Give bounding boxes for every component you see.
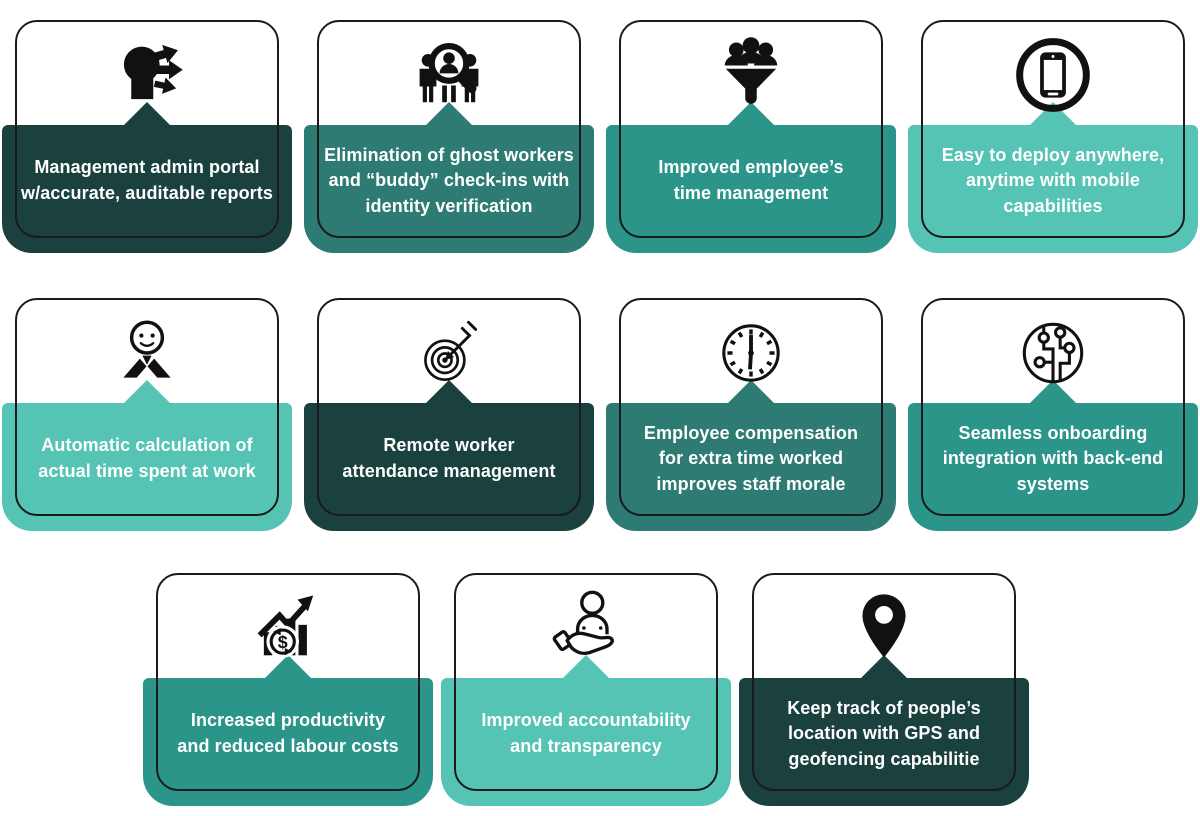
card-label: Seamless onboarding integration with bac…: [942, 422, 1164, 494]
card-band: [606, 403, 896, 531]
row-3: $ Increased productivity and reduced lab…: [143, 573, 1029, 806]
row-2: Automatic calculation of actual time spe…: [2, 298, 1198, 531]
card-band: [441, 678, 731, 806]
card-label: Automatic calculation of actual time spe…: [38, 435, 256, 481]
band-pointer: [562, 655, 610, 679]
card-label: Management admin portal w/accurate, audi…: [21, 157, 273, 203]
band-pointer: [425, 102, 473, 126]
circuit-integration-icon: [908, 306, 1198, 400]
row-1: Management admin portal w/accurate, audi…: [2, 20, 1198, 253]
card-band: [2, 403, 292, 531]
people-funnel-icon: [606, 28, 896, 122]
target-arrow-icon: [304, 306, 594, 400]
card-label: Elimination of ghost workers and “buddy”…: [324, 144, 574, 216]
card-band: [304, 403, 594, 531]
location-pin-icon: [739, 581, 1029, 675]
card-label: Remote worker attendance management: [342, 435, 556, 481]
card-band: [606, 125, 896, 253]
card-employee-compensation: Employee compensation for extra time wor…: [606, 298, 896, 531]
person-icon: [2, 306, 292, 400]
svg-text:$: $: [278, 632, 288, 652]
head-with-arrows-icon: [2, 28, 292, 122]
card-management-admin-portal: Management admin portal w/accurate, audi…: [2, 20, 292, 253]
card-label: Improved accountability and transparency: [481, 710, 691, 756]
card-accountability-transparency: Improved accountability and transparency: [441, 573, 731, 806]
card-automatic-calculation: Automatic calculation of actual time spe…: [2, 298, 292, 531]
hand-holding-person-icon: [441, 581, 731, 675]
band-pointer: [425, 380, 473, 404]
card-label: Increased productivity and reduced labou…: [177, 710, 399, 756]
card-time-management: Improved employee’s time management: [606, 20, 896, 253]
card-mobile-deploy: Easy to deploy anywhere, anytime with mo…: [908, 20, 1198, 253]
card-band: [143, 678, 433, 806]
card-band: [908, 125, 1198, 253]
card-band: [304, 125, 594, 253]
band-pointer: [1029, 380, 1077, 404]
card-onboarding-integration: Seamless onboarding integration with bac…: [908, 298, 1198, 531]
clock-icon: [606, 306, 896, 400]
card-gps-tracking: Keep track of people’s location with GPS…: [739, 573, 1029, 806]
card-band: [908, 403, 1198, 531]
card-remote-attendance: Remote worker attendance management: [304, 298, 594, 531]
card-ghost-workers-elimination: Elimination of ghost workers and “buddy”…: [304, 20, 594, 253]
band-pointer: [860, 655, 908, 679]
band-pointer: [123, 380, 171, 404]
band-pointer: [727, 380, 775, 404]
band-pointer: [264, 655, 312, 679]
band-pointer: [123, 102, 171, 126]
card-band: [739, 678, 1029, 806]
identity-verification-magnifier-icon: [304, 28, 594, 122]
growth-chart-dollar-icon: $: [143, 581, 433, 675]
card-label: Employee compensation for extra time wor…: [643, 422, 859, 494]
card-increased-productivity: $ Increased productivity and reduced lab…: [143, 573, 433, 806]
card-band: [2, 125, 292, 253]
card-label: Easy to deploy anywhere, anytime with mo…: [941, 144, 1165, 216]
mobile-phone-icon: [908, 28, 1198, 122]
card-label: Improved employee’s time management: [658, 157, 844, 203]
card-label: Keep track of people’s location with GPS…: [787, 697, 981, 769]
band-pointer: [727, 102, 775, 126]
